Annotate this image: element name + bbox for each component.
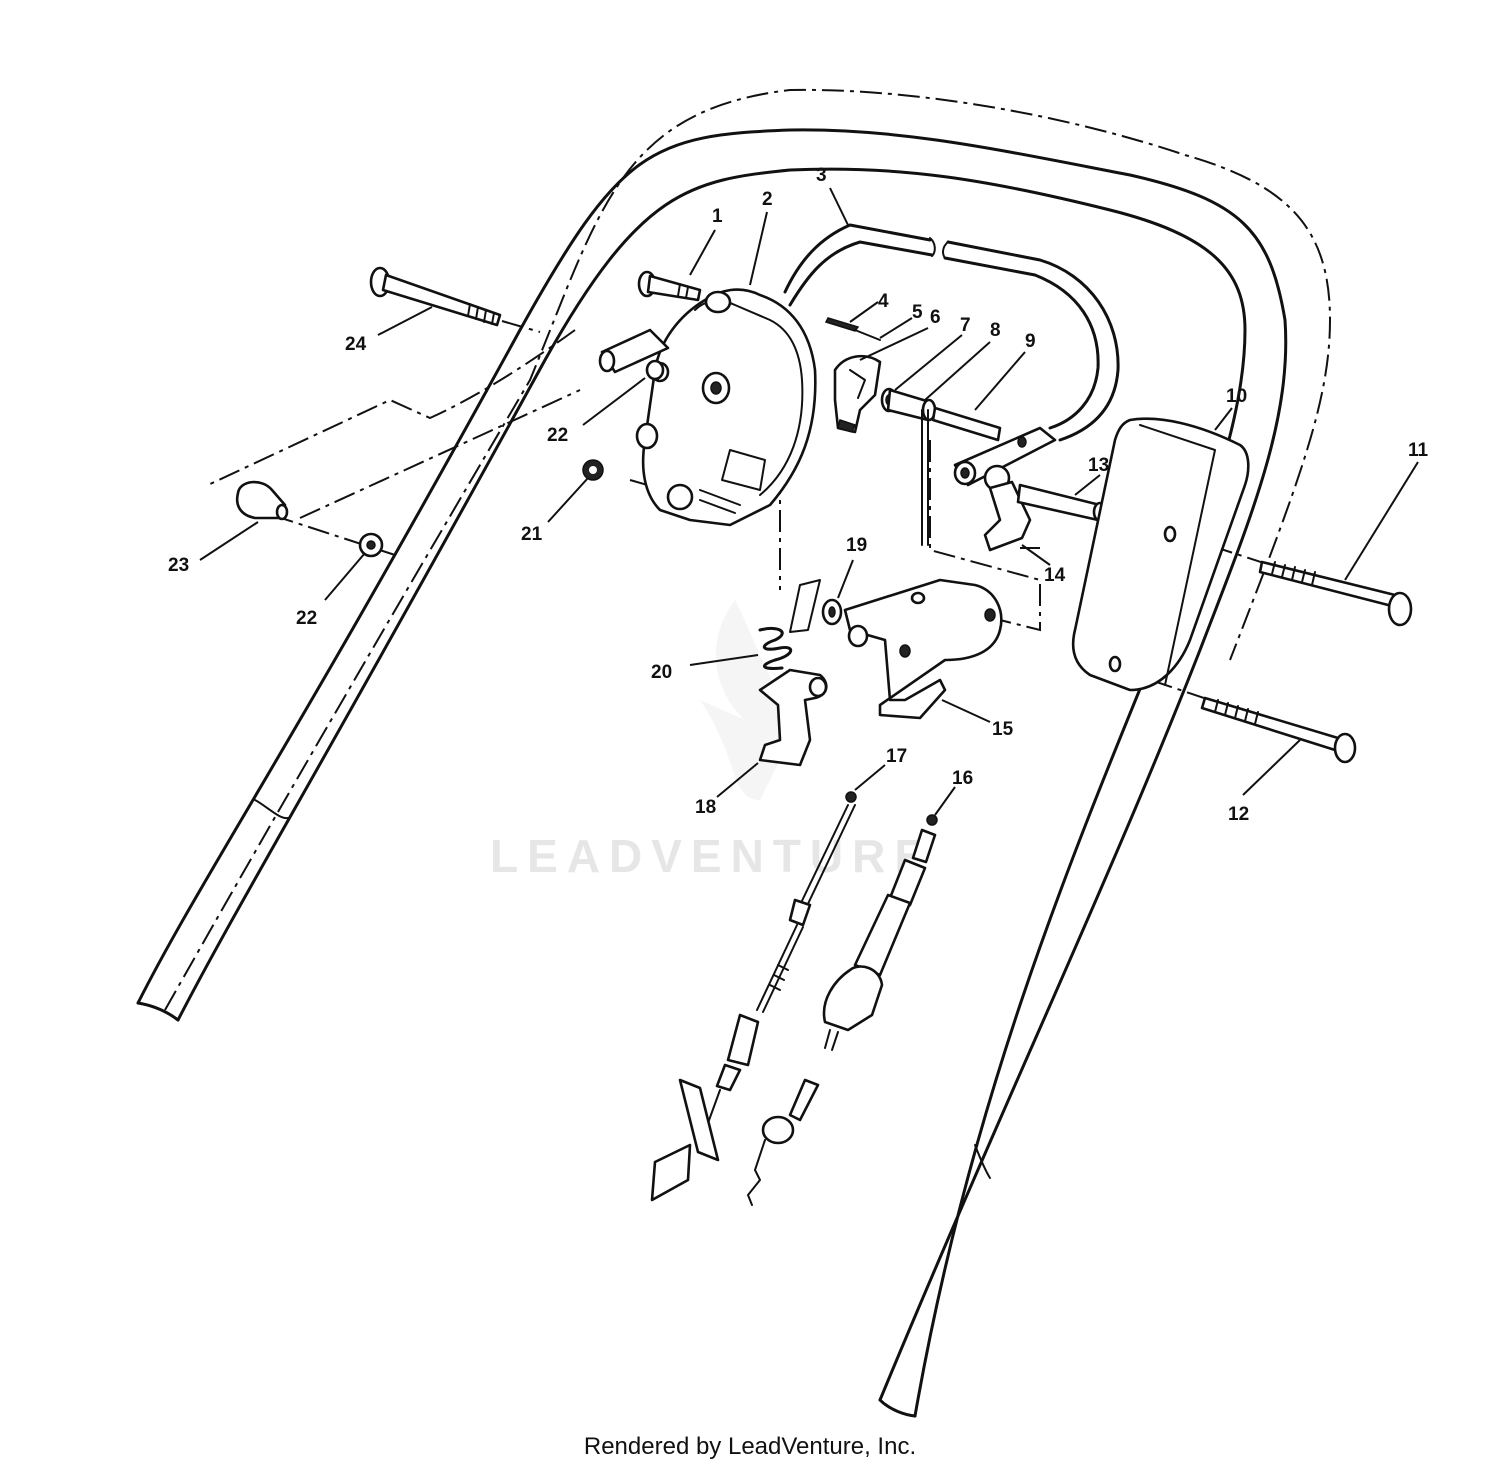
callout-4: 4	[878, 291, 889, 312]
part-17-cable	[650, 791, 857, 1202]
part-9-shaft	[921, 406, 1002, 546]
callout-14: 14	[1044, 565, 1066, 586]
part-14-latch	[983, 464, 1032, 552]
part-19-washer	[821, 598, 843, 626]
callout-19: 19	[846, 535, 867, 556]
part-5-pin	[854, 329, 881, 341]
part-11-screw	[1258, 560, 1413, 627]
watermark-text: LEADVENTURE	[490, 830, 934, 882]
part-3-bail-handle	[783, 223, 1120, 442]
callout-21: 21	[521, 524, 543, 545]
part-18-lever	[758, 668, 828, 767]
callout-8: 8	[990, 320, 1001, 341]
callout-17: 17	[886, 746, 907, 767]
part-22-nut-upper	[645, 359, 665, 381]
callout-10: 10	[1226, 386, 1247, 407]
callout-20: 20	[651, 662, 672, 683]
callout-5: 5	[912, 302, 923, 323]
part-22-nut-lower	[358, 532, 384, 558]
callout-13: 13	[1088, 455, 1109, 476]
part-2-control-housing	[598, 288, 817, 527]
callout-18: 18	[695, 797, 716, 818]
part-10-cover	[1071, 417, 1250, 692]
part-21-nut	[582, 459, 604, 481]
part-12-screw	[1200, 696, 1357, 764]
callout-labels: 1 2 3 4 5 6 7 8 9 10 11 12 13 14 15 16 1…	[168, 165, 1429, 825]
callout-24: 24	[345, 334, 367, 355]
footer-credit: Rendered by LeadVenture, Inc.	[583, 1433, 917, 1460]
leader-lines	[199, 187, 1419, 816]
part-15-bracket	[843, 578, 1003, 720]
callout-3: 3	[816, 165, 827, 186]
callout-16: 16	[952, 768, 973, 789]
callout-9: 9	[1025, 331, 1036, 352]
callout-1: 1	[712, 206, 723, 227]
part-16-cable	[747, 814, 938, 1206]
part-1-bolt	[637, 270, 702, 302]
callout-15: 15	[992, 719, 1014, 740]
part-24-bolt	[369, 266, 541, 333]
callout-23: 23	[168, 555, 189, 576]
callout-11: 11	[1408, 440, 1429, 461]
callout-6: 6	[930, 307, 941, 328]
part-20-spring	[758, 579, 821, 670]
part-6-cam	[833, 354, 882, 434]
callout-22-lower: 22	[296, 608, 317, 629]
part-link-plate	[953, 426, 1057, 487]
part-23-knob	[235, 480, 289, 521]
handle-tube	[136, 128, 1288, 1418]
callout-7: 7	[960, 315, 971, 336]
callout-12: 12	[1228, 804, 1249, 825]
part-13-pin	[1016, 483, 1108, 523]
callout-2: 2	[762, 189, 773, 210]
callout-22-upper: 22	[547, 425, 568, 446]
